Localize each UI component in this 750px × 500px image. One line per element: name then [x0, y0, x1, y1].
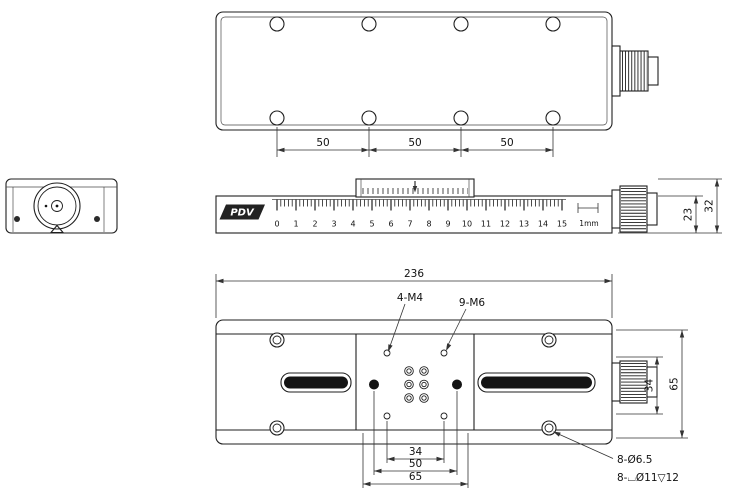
note-through-holes: 8-Ø6.5 [617, 454, 652, 466]
ruler-number: 15 [557, 220, 567, 229]
ruler-number: 11 [481, 220, 491, 229]
carriage-plate [355, 334, 475, 430]
ruler-number: 2 [312, 220, 317, 229]
dim-34-right: 34 [644, 379, 656, 393]
ruler-number: 10 [462, 220, 472, 229]
top-view: 50 50 50 [215, 11, 659, 157]
ruler-scale: 0 1 2 3 4 5 6 7 8 9 10 11 12 13 14 15 [272, 199, 567, 229]
pointer-arrow [412, 186, 418, 193]
ruler-number: 13 [519, 220, 529, 229]
ruler-number: 3 [331, 220, 336, 229]
dim-65-right: 65 [669, 377, 681, 390]
top-view-holes [269, 16, 561, 126]
end-screw-left [14, 216, 20, 222]
label-m4: 4-M4 [388, 292, 423, 352]
hole-notes: 8-Ø6.5 8-⌴Ø11▽12 [553, 431, 679, 484]
carriage-block [355, 178, 475, 198]
scale-legend-text: 1mm [579, 219, 598, 228]
dim-50-bottom: 50 [409, 458, 422, 470]
dimension-heights: 23 32 [618, 178, 722, 234]
ruler-number: 6 [388, 220, 393, 229]
counterbore-holes [269, 332, 557, 436]
m6-holes [369, 366, 462, 403]
dim-50-2: 50 [408, 137, 421, 149]
ruler-number: 5 [369, 220, 374, 229]
dim-32: 32 [704, 199, 716, 212]
m4-holes [383, 349, 448, 420]
dimension-right-side: 34 65 [616, 329, 688, 439]
dim-65-bottom: 65 [409, 471, 422, 483]
dim-50-1: 50 [316, 137, 329, 149]
bottom-view: 236 [215, 268, 688, 488]
micrometer-knob-top [611, 45, 659, 97]
dim-34-bottom: 34 [409, 446, 423, 458]
top-view-inner-edge [220, 16, 608, 126]
end-screw-right [94, 216, 100, 222]
dimension-bottom-pitches: 34 50 65 [362, 391, 469, 488]
label-m6: 9-M6 [446, 297, 485, 351]
travel-slot-right [477, 372, 596, 393]
ruler-number: 12 [500, 220, 510, 229]
scale-legend: 1mm [577, 203, 599, 228]
ruler-number: 9 [445, 220, 450, 229]
dimension-hole-pitch: 50 50 50 [276, 127, 554, 157]
left-end-view [5, 178, 118, 234]
dim-236: 236 [404, 268, 424, 280]
ruler-number: 1 [293, 220, 298, 229]
ruler-number: 8 [426, 220, 431, 229]
dimension-overall-length: 236 [215, 268, 613, 318]
micrometer-knob-bottom [611, 360, 658, 404]
side-view: PDV 0 1 2 3 4 5 6 7 8 9 10 11 12 13 14 1… [215, 178, 722, 234]
note-counterbore: 8-⌴Ø11▽12 [617, 472, 679, 484]
micrometer-knob-side [611, 185, 658, 233]
ruler-number: 0 [274, 220, 279, 229]
ruler-number: 7 [407, 220, 412, 229]
brand-logo-text: PDV [230, 208, 255, 219]
ruler-number: 4 [350, 220, 355, 229]
label-m4-text: 4-M4 [397, 292, 424, 304]
end-notch [49, 224, 65, 234]
label-m6-text: 9-M6 [459, 297, 486, 309]
dim-50-3: 50 [500, 137, 513, 149]
brand-logo: PDV [219, 204, 265, 220]
travel-slot-left [280, 372, 352, 393]
ruler-number: 14 [538, 220, 548, 229]
dim-23: 23 [683, 208, 695, 221]
